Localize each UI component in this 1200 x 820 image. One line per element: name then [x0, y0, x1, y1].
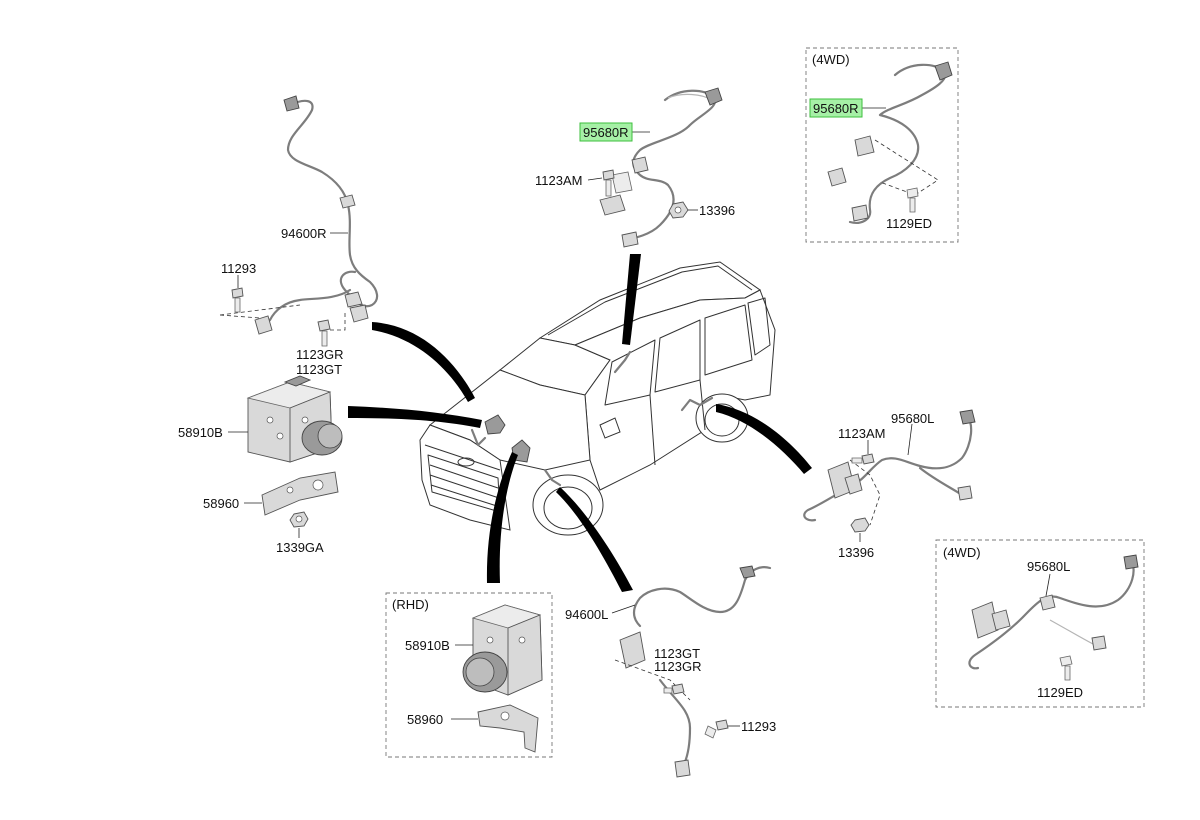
- label-94600r: 94600R: [281, 226, 327, 241]
- bolt-1123am-top: [602, 169, 615, 197]
- sensor-fl-assembly: [614, 565, 772, 778]
- sensor-rr-assembly: [599, 87, 723, 248]
- label-1129ed-rr: 1129ED: [886, 216, 932, 231]
- sensor-rr-4wd-assembly: [827, 61, 953, 224]
- label-11293-fr: 11293: [221, 261, 256, 276]
- label-1123gt-fr: 1123GT: [296, 362, 342, 377]
- bolt-1123gt-fl: [663, 683, 685, 695]
- label-13396-rl: 13396: [838, 545, 874, 560]
- bolt-11293-fr: [231, 287, 244, 313]
- box-rhd-title: (RHD): [392, 597, 429, 612]
- pointer-rhd: [486, 452, 518, 583]
- label-95680l-4wd: 95680L: [1027, 559, 1070, 574]
- label-1123gr-fr: 1123GR: [296, 347, 343, 362]
- pointer-rl: [716, 404, 812, 474]
- label-1123gr-fl: 1123GR: [654, 659, 701, 674]
- label-13396-top: 13396: [699, 203, 735, 218]
- label-58960-lhd: 58960: [203, 496, 239, 511]
- label-95680r-top: 95680R: [583, 125, 629, 140]
- box-4wd-rear-left-title: (4WD): [943, 545, 981, 560]
- hecu-unit-lhd: [246, 375, 343, 463]
- label-95680r-4wd: 95680R: [813, 101, 859, 116]
- label-58910b-rhd: 58910B: [405, 638, 450, 653]
- label-1339ga: 1339GA: [276, 540, 324, 555]
- label-58910b-lhd: 58910B: [178, 425, 223, 440]
- label-94600l: 94600L: [565, 607, 608, 622]
- box-4wd-rear-right: [805, 47, 959, 243]
- sensor-rl-assembly: [803, 409, 976, 533]
- pointer-rr-top: [622, 254, 641, 345]
- pointer-arrows: [348, 254, 812, 592]
- nut-1339ga: [289, 511, 309, 528]
- label-1123am-top: 1123AM: [535, 173, 582, 188]
- sensor-fr-assembly: [219, 95, 379, 335]
- bracket-lhd: [261, 471, 339, 516]
- label-58960-rhd: 58960: [407, 712, 443, 727]
- bolt-1123am-rl: [851, 453, 875, 465]
- bolt-11293-fl: [704, 719, 729, 739]
- label-95680l: 95680L: [891, 411, 934, 426]
- pointer-fl: [556, 487, 633, 592]
- box-rhd: [385, 592, 553, 758]
- bolt-1123gr-fr: [317, 312, 346, 347]
- label-1123am-rl: 1123AM: [838, 426, 885, 441]
- label-1123gt-fl: 1123GT: [654, 646, 700, 661]
- label-11293-fl: 11293: [741, 719, 776, 734]
- sensor-rl-4wd-assembly: [968, 554, 1139, 681]
- bracket-rhd: [477, 704, 539, 753]
- label-1129ed-rl: 1129ED: [1037, 685, 1083, 700]
- nut-13396-top: [668, 201, 689, 219]
- pointer-fr: [372, 322, 475, 402]
- hecu-unit-rhd: [462, 604, 543, 696]
- box-4wd-rear-right-title: (4WD): [812, 52, 850, 67]
- box-4wd-rear-left: [935, 539, 1145, 708]
- pointer-hecu: [348, 406, 482, 428]
